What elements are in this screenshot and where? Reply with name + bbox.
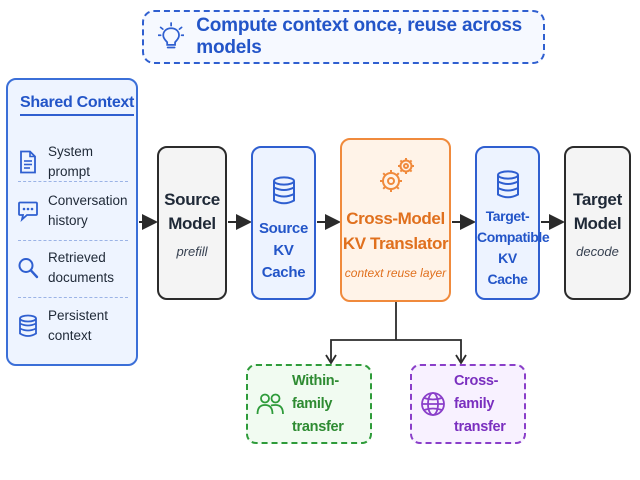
kv-translator-box: Cross-Model KV Translator context reuse … (340, 138, 451, 302)
globe-icon (421, 392, 445, 416)
shared-context-panel: Shared Context System prompt Conversatio… (6, 78, 138, 366)
database-icon (496, 170, 519, 199)
context-item-label: System prompt (48, 144, 94, 179)
lightbulb-icon (158, 22, 185, 49)
shared-context-title: Shared Context (20, 94, 134, 116)
chat-bubble-icon (18, 201, 38, 223)
context-item-label-line1: Persistent (48, 308, 109, 323)
target-model-title-line1: Target (573, 190, 622, 209)
context-item-label-line2: history (48, 213, 88, 228)
source-model-title-line1: Source (164, 190, 220, 209)
source-kv-cache-title-line2: KV Cache (261, 242, 306, 281)
context-item-persistent-context: Persistent context (8, 306, 136, 346)
kv-translator-title-line1: Cross-Model (346, 209, 445, 228)
context-item-retrieved-documents: Retrieved documents (8, 248, 136, 288)
source-kv-cache-box: Source KV Cache (251, 146, 316, 300)
context-item-label-line1: Retrieved (48, 250, 106, 265)
database-icon (272, 176, 295, 205)
branch-connector (330, 302, 462, 362)
source-model-subtitle: prefill (176, 244, 208, 259)
target-kv-cache-title-line1: Target- (485, 208, 530, 224)
within-family-transfer-box: Within-family transfer (246, 364, 372, 444)
within-family-label-line1: Within-family (292, 372, 339, 412)
kv-translator-title-line2: KV Translator (342, 234, 449, 253)
banner-text: Compute context once, reuse across model… (196, 15, 523, 58)
source-model-title-line2: Model (168, 214, 216, 233)
source-model-box: Source Model prefill (157, 146, 227, 300)
search-icon (18, 258, 39, 279)
branch-arrowhead-right (455, 354, 467, 365)
target-kv-cache-title-line3: KV Cache (487, 250, 528, 287)
target-model-title-line2: Model (573, 214, 622, 233)
divider (18, 240, 128, 241)
document-icon (20, 150, 36, 174)
divider (18, 181, 128, 182)
gears-icon (379, 158, 414, 192)
banner: Compute context once, reuse across model… (142, 10, 545, 64)
context-item-system-prompt: System prompt (8, 142, 136, 182)
cross-family-label-line2: transfer (454, 418, 506, 435)
target-model-subtitle: decode (576, 244, 619, 259)
divider (18, 297, 128, 298)
cross-family-transfer-box: Cross-family transfer (410, 364, 526, 444)
source-kv-cache-title-line1: Source (258, 220, 309, 237)
cross-family-label-line1: Cross-family (454, 372, 499, 412)
context-item-conversation-history: Conversation history (8, 191, 136, 231)
context-item-label-line1: Conversation (48, 193, 128, 208)
within-family-label-line2: transfer (292, 418, 344, 435)
people-icon (256, 393, 284, 415)
context-item-label-line2: documents (48, 270, 115, 285)
branch-arrowhead-left (325, 354, 337, 365)
database-icon (19, 314, 37, 337)
context-item-label-line2: context (48, 328, 92, 343)
target-kv-cache-box: Target- Compatible KV Cache (475, 146, 550, 300)
target-model-box: Target Model decode (564, 146, 631, 300)
target-kv-cache-title-line2: Compatible (477, 229, 550, 245)
kv-translator-subtitle: context reuse layer (344, 266, 447, 280)
